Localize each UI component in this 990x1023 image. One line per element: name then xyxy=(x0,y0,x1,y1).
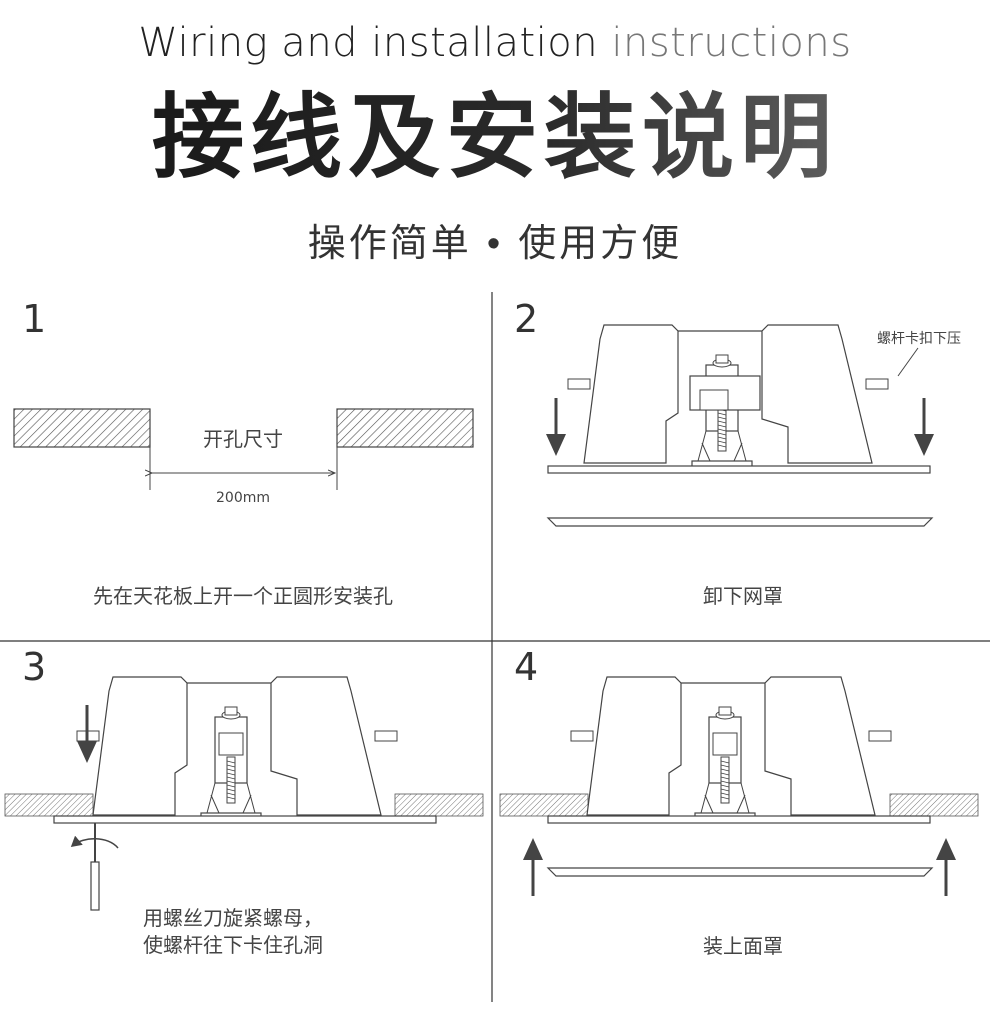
step-4-caption: 装上面罩 xyxy=(703,934,783,958)
arrow-down-left-icon xyxy=(544,396,568,458)
title-english-light: instructions xyxy=(611,20,852,66)
mesh-cover xyxy=(546,517,934,527)
step-2-number: 2 xyxy=(514,297,538,341)
title-chinese: 接线及安装说明 xyxy=(0,78,990,198)
title-english: Wiring and installation instructions xyxy=(0,20,990,66)
rotate-arrow-icon xyxy=(70,835,119,849)
speaker-body-3 xyxy=(76,676,398,820)
ceiling-right-4 xyxy=(889,793,979,817)
step-2-panel: 2 螺杆卡扣下压 卸下网罩 xyxy=(514,297,961,608)
ceiling-left-4 xyxy=(499,793,589,817)
arrow-up-right-icon xyxy=(934,836,958,898)
ceiling-left xyxy=(13,408,151,448)
subtitle: 操作简单 • 使用方便 xyxy=(307,221,683,265)
speaker-flange xyxy=(547,465,931,474)
arrow-up-left-icon xyxy=(521,836,545,898)
speaker-flange-3 xyxy=(53,815,437,824)
step-3-caption-line1: 用螺丝刀旋紧螺母， xyxy=(143,906,323,930)
hole-size-label: 开孔尺寸 xyxy=(203,427,283,451)
speaker-flange-4 xyxy=(547,815,931,824)
step-3-number: 3 xyxy=(22,645,46,689)
ceiling-right-3 xyxy=(394,793,484,817)
ceiling-right xyxy=(336,408,474,448)
step-1-number: 1 xyxy=(22,297,46,341)
speaker-body-4 xyxy=(570,676,892,820)
step-2-caption: 卸下网罩 xyxy=(703,584,783,608)
arrow-down-right-icon xyxy=(912,396,936,458)
title-english-dark: Wiring and installation xyxy=(138,20,599,66)
face-cover xyxy=(546,867,934,877)
hole-size-value: 200mm xyxy=(216,490,270,506)
step-4-panel: 4 装上面罩 xyxy=(499,645,979,958)
screwdriver-icon xyxy=(90,823,100,911)
step-4-number: 4 xyxy=(514,645,538,689)
clip-note: 螺杆卡扣下压 xyxy=(877,331,961,347)
ceiling-left-3 xyxy=(4,793,94,817)
step-1-caption: 先在天花板上开一个正圆形安装孔 xyxy=(93,584,393,608)
step-1-panel: 1 开孔尺寸 200mm 先在天花板上开一个正圆形安装孔 xyxy=(13,297,474,608)
step-3-panel: 3 用螺丝刀旋紧螺母， 使螺杆往下卡住孔洞 xyxy=(4,645,484,957)
step-3-caption-line2: 使螺杆往下卡住孔洞 xyxy=(143,933,323,957)
